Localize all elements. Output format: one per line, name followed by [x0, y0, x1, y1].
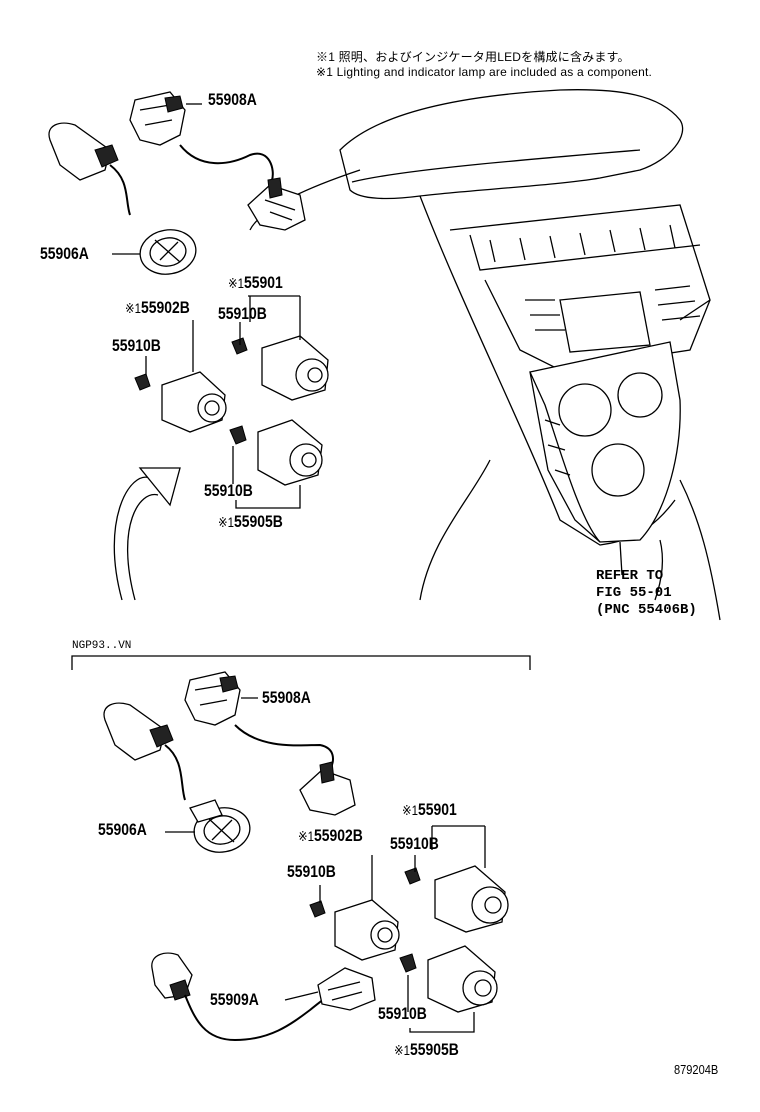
label-upper-55901-number: 55901	[244, 273, 283, 292]
label-lower-55908A: 55908A	[262, 688, 311, 707]
lower-55908A-cable	[184, 671, 356, 816]
lower-leader-lines	[319, 825, 486, 1033]
component-mark: ※1	[394, 1042, 411, 1058]
label-lower-55909A: 55909A	[210, 990, 259, 1009]
lower-55909A-cable	[151, 952, 376, 1042]
label-upper-55905B: ※155905B	[218, 512, 283, 532]
label-upper-55902B: ※155902B	[125, 298, 190, 318]
reference-arrow	[113, 467, 181, 601]
label-lower-55901-number: 55901	[418, 800, 457, 819]
component-mark: ※1	[125, 300, 142, 316]
label-lower-55905B: ※155905B	[394, 1040, 459, 1060]
label-upper-55908A: 55908A	[208, 90, 257, 109]
label-upper-55906A: 55906A	[40, 244, 89, 263]
label-upper-55910B-c: 55910B	[204, 481, 253, 500]
dashboard-console-illustration	[249, 89, 721, 621]
drawing-number: 879204B	[674, 1062, 719, 1077]
label-lower-55901: ※155901	[402, 800, 457, 820]
component-mark: ※1	[298, 828, 315, 844]
label-upper-55910B-b: 55910B	[112, 336, 161, 355]
lower-switch-55905B	[399, 945, 498, 1013]
label-upper-55905B-number: 55905B	[234, 512, 283, 531]
component-mark: ※1	[228, 275, 245, 291]
label-upper-55902B-number: 55902B	[141, 298, 190, 317]
label-upper-55910B-a: 55910B	[218, 304, 267, 323]
upper-leader-lines	[145, 295, 301, 509]
lower-switch-55901	[404, 865, 509, 933]
lower-switch-55902B	[309, 899, 400, 961]
label-lower-55906A: 55906A	[98, 820, 147, 839]
label-lower-55905B-number: 55905B	[410, 1040, 459, 1059]
label-lower-55910B-b: 55910B	[287, 862, 336, 881]
upper-55906A-cable	[48, 122, 197, 275]
upper-switch-55901	[231, 335, 329, 401]
upper-55908A-cable	[129, 91, 306, 231]
upper-switch-55902B	[134, 371, 227, 433]
label-lower-55910B-a: 55910B	[390, 834, 439, 853]
note-english: ※1 Lighting and indicator lamp are inclu…	[316, 65, 653, 79]
component-mark: ※1	[402, 802, 419, 818]
component-mark: ※1	[218, 514, 235, 530]
lower-55906A-cable	[103, 702, 251, 853]
applicability-condition: NGP93..VN	[72, 640, 132, 652]
label-lower-55902B: ※155902B	[298, 826, 363, 846]
label-lower-55902B-number: 55902B	[314, 826, 363, 845]
upper-switch-55905B	[229, 419, 323, 486]
note-japanese: ※1 照明、およびインジケータ用LEDを構成に含みます。	[316, 50, 630, 64]
label-upper-55901: ※155901	[228, 273, 283, 293]
condition-bracket	[71, 655, 531, 670]
refer-to-figure-note: REFER TO FIG 55-01 (PNC 55406B)	[596, 568, 697, 618]
label-lower-55910B-c: 55910B	[378, 1004, 427, 1023]
